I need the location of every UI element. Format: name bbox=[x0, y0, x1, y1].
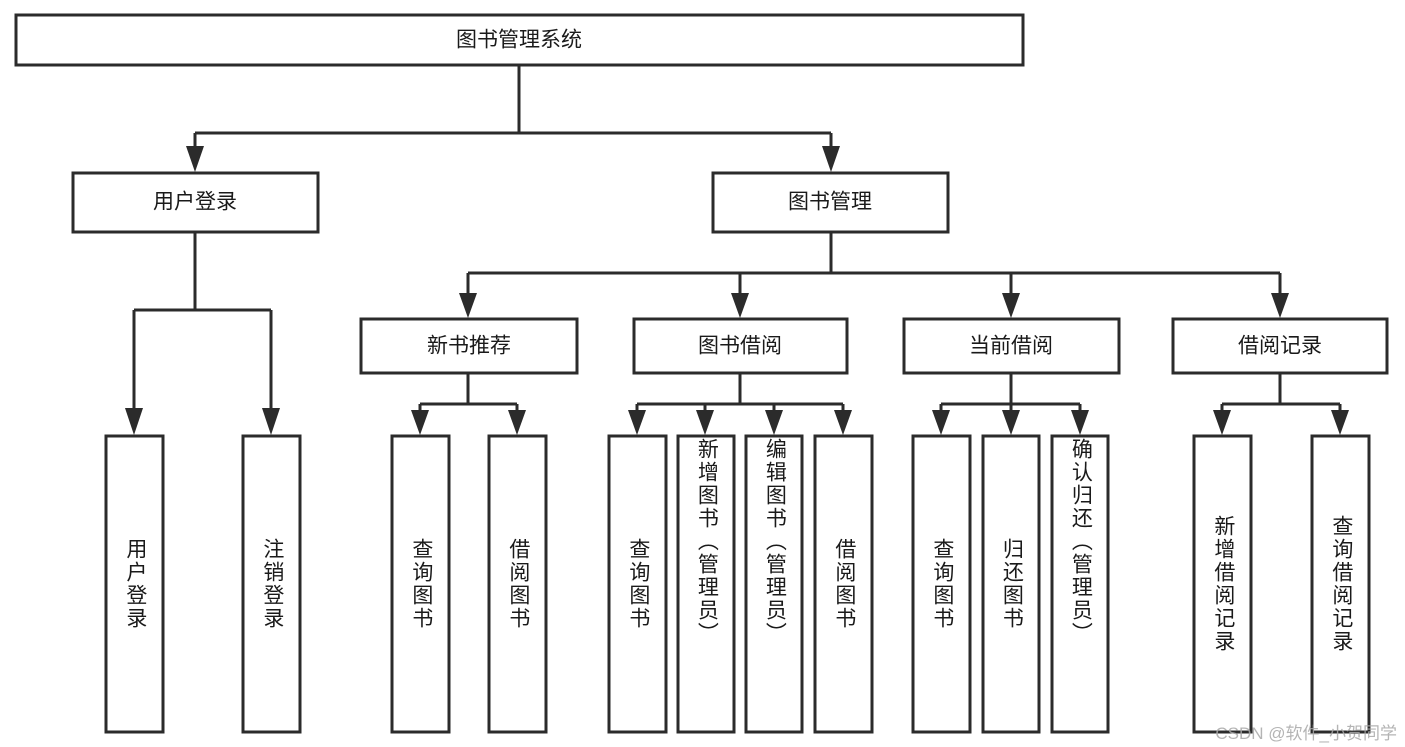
leaf-box-query-borrow-record[interactable] bbox=[1310, 434, 1371, 734]
leaf-box-query-book-3[interactable] bbox=[911, 434, 972, 734]
node-book-management-box[interactable] bbox=[711, 171, 950, 234]
leaf-box-query-book-1[interactable] bbox=[390, 434, 451, 734]
arrow-head-bookborrow-leaf-4 bbox=[834, 410, 852, 435]
arrow-head-to-userlogin bbox=[186, 146, 204, 172]
node-current-borrow-box[interactable] bbox=[902, 317, 1121, 375]
arrow-head-currentborrow-leaf-1 bbox=[932, 410, 950, 435]
arrow-head-borrowrecord-leaf-2 bbox=[1331, 410, 1349, 435]
node-book-management-label: 图书管理 bbox=[788, 191, 872, 214]
node-new-book-recommend-label: 新书推荐 bbox=[427, 335, 511, 358]
leaf-box-user-login[interactable] bbox=[104, 434, 165, 734]
leaf-box-add-book[interactable] bbox=[676, 434, 736, 734]
arrow-head-currentborrow-leaf-3 bbox=[1071, 410, 1089, 435]
arrow-head-bookborrow-leaf-3 bbox=[765, 410, 783, 435]
node-user-login-label: 用户登录 bbox=[153, 191, 237, 214]
node-borrow-record-label: 借阅记录 bbox=[1238, 335, 1322, 358]
node-root-label: 图书管理系统 bbox=[456, 29, 582, 52]
node-user-login-box[interactable] bbox=[71, 171, 320, 234]
arrow-head-to-book-borrow bbox=[731, 293, 749, 318]
arrow-head-borrowrecord-leaf-1 bbox=[1213, 410, 1231, 435]
arrow-head-to-bookmgmt bbox=[822, 146, 840, 172]
arrow-head-currentborrow-leaf-2 bbox=[1002, 410, 1020, 435]
arrow-head-to-new-book bbox=[459, 293, 477, 318]
node-book-borrow-box[interactable] bbox=[632, 317, 849, 375]
node-book-borrow-label: 图书借阅 bbox=[698, 335, 782, 358]
leaf-box-confirm-return[interactable] bbox=[1050, 434, 1110, 734]
leaf-box-query-book-2[interactable] bbox=[607, 434, 668, 734]
leaf-box-return-book[interactable] bbox=[981, 434, 1041, 734]
arrow-head-leaf-user-login bbox=[125, 408, 143, 435]
leaf-box-borrow-book-2[interactable] bbox=[813, 434, 874, 734]
arrow-head-bookborrow-leaf-1 bbox=[628, 410, 646, 435]
leaf-box-logout[interactable] bbox=[241, 434, 302, 734]
node-current-borrow-label: 当前借阅 bbox=[969, 335, 1053, 358]
leaf-box-borrow-book-1[interactable] bbox=[487, 434, 548, 734]
node-root-box[interactable] bbox=[14, 13, 1025, 67]
arrow-head-leaf-logout bbox=[262, 408, 280, 435]
arrow-head-newbook-leaf-1 bbox=[411, 410, 429, 435]
node-borrow-record-box[interactable] bbox=[1171, 317, 1389, 375]
arrow-head-to-current-borrow bbox=[1002, 293, 1020, 318]
arrow-head-bookborrow-leaf-2 bbox=[696, 410, 714, 435]
arrow-head-to-borrow-record bbox=[1271, 293, 1289, 318]
leaf-box-add-borrow-record[interactable] bbox=[1192, 434, 1253, 734]
node-new-book-recommend-box[interactable] bbox=[359, 317, 579, 375]
leaf-box-edit-book[interactable] bbox=[744, 434, 804, 734]
arrow-head-newbook-leaf-2 bbox=[508, 410, 526, 435]
